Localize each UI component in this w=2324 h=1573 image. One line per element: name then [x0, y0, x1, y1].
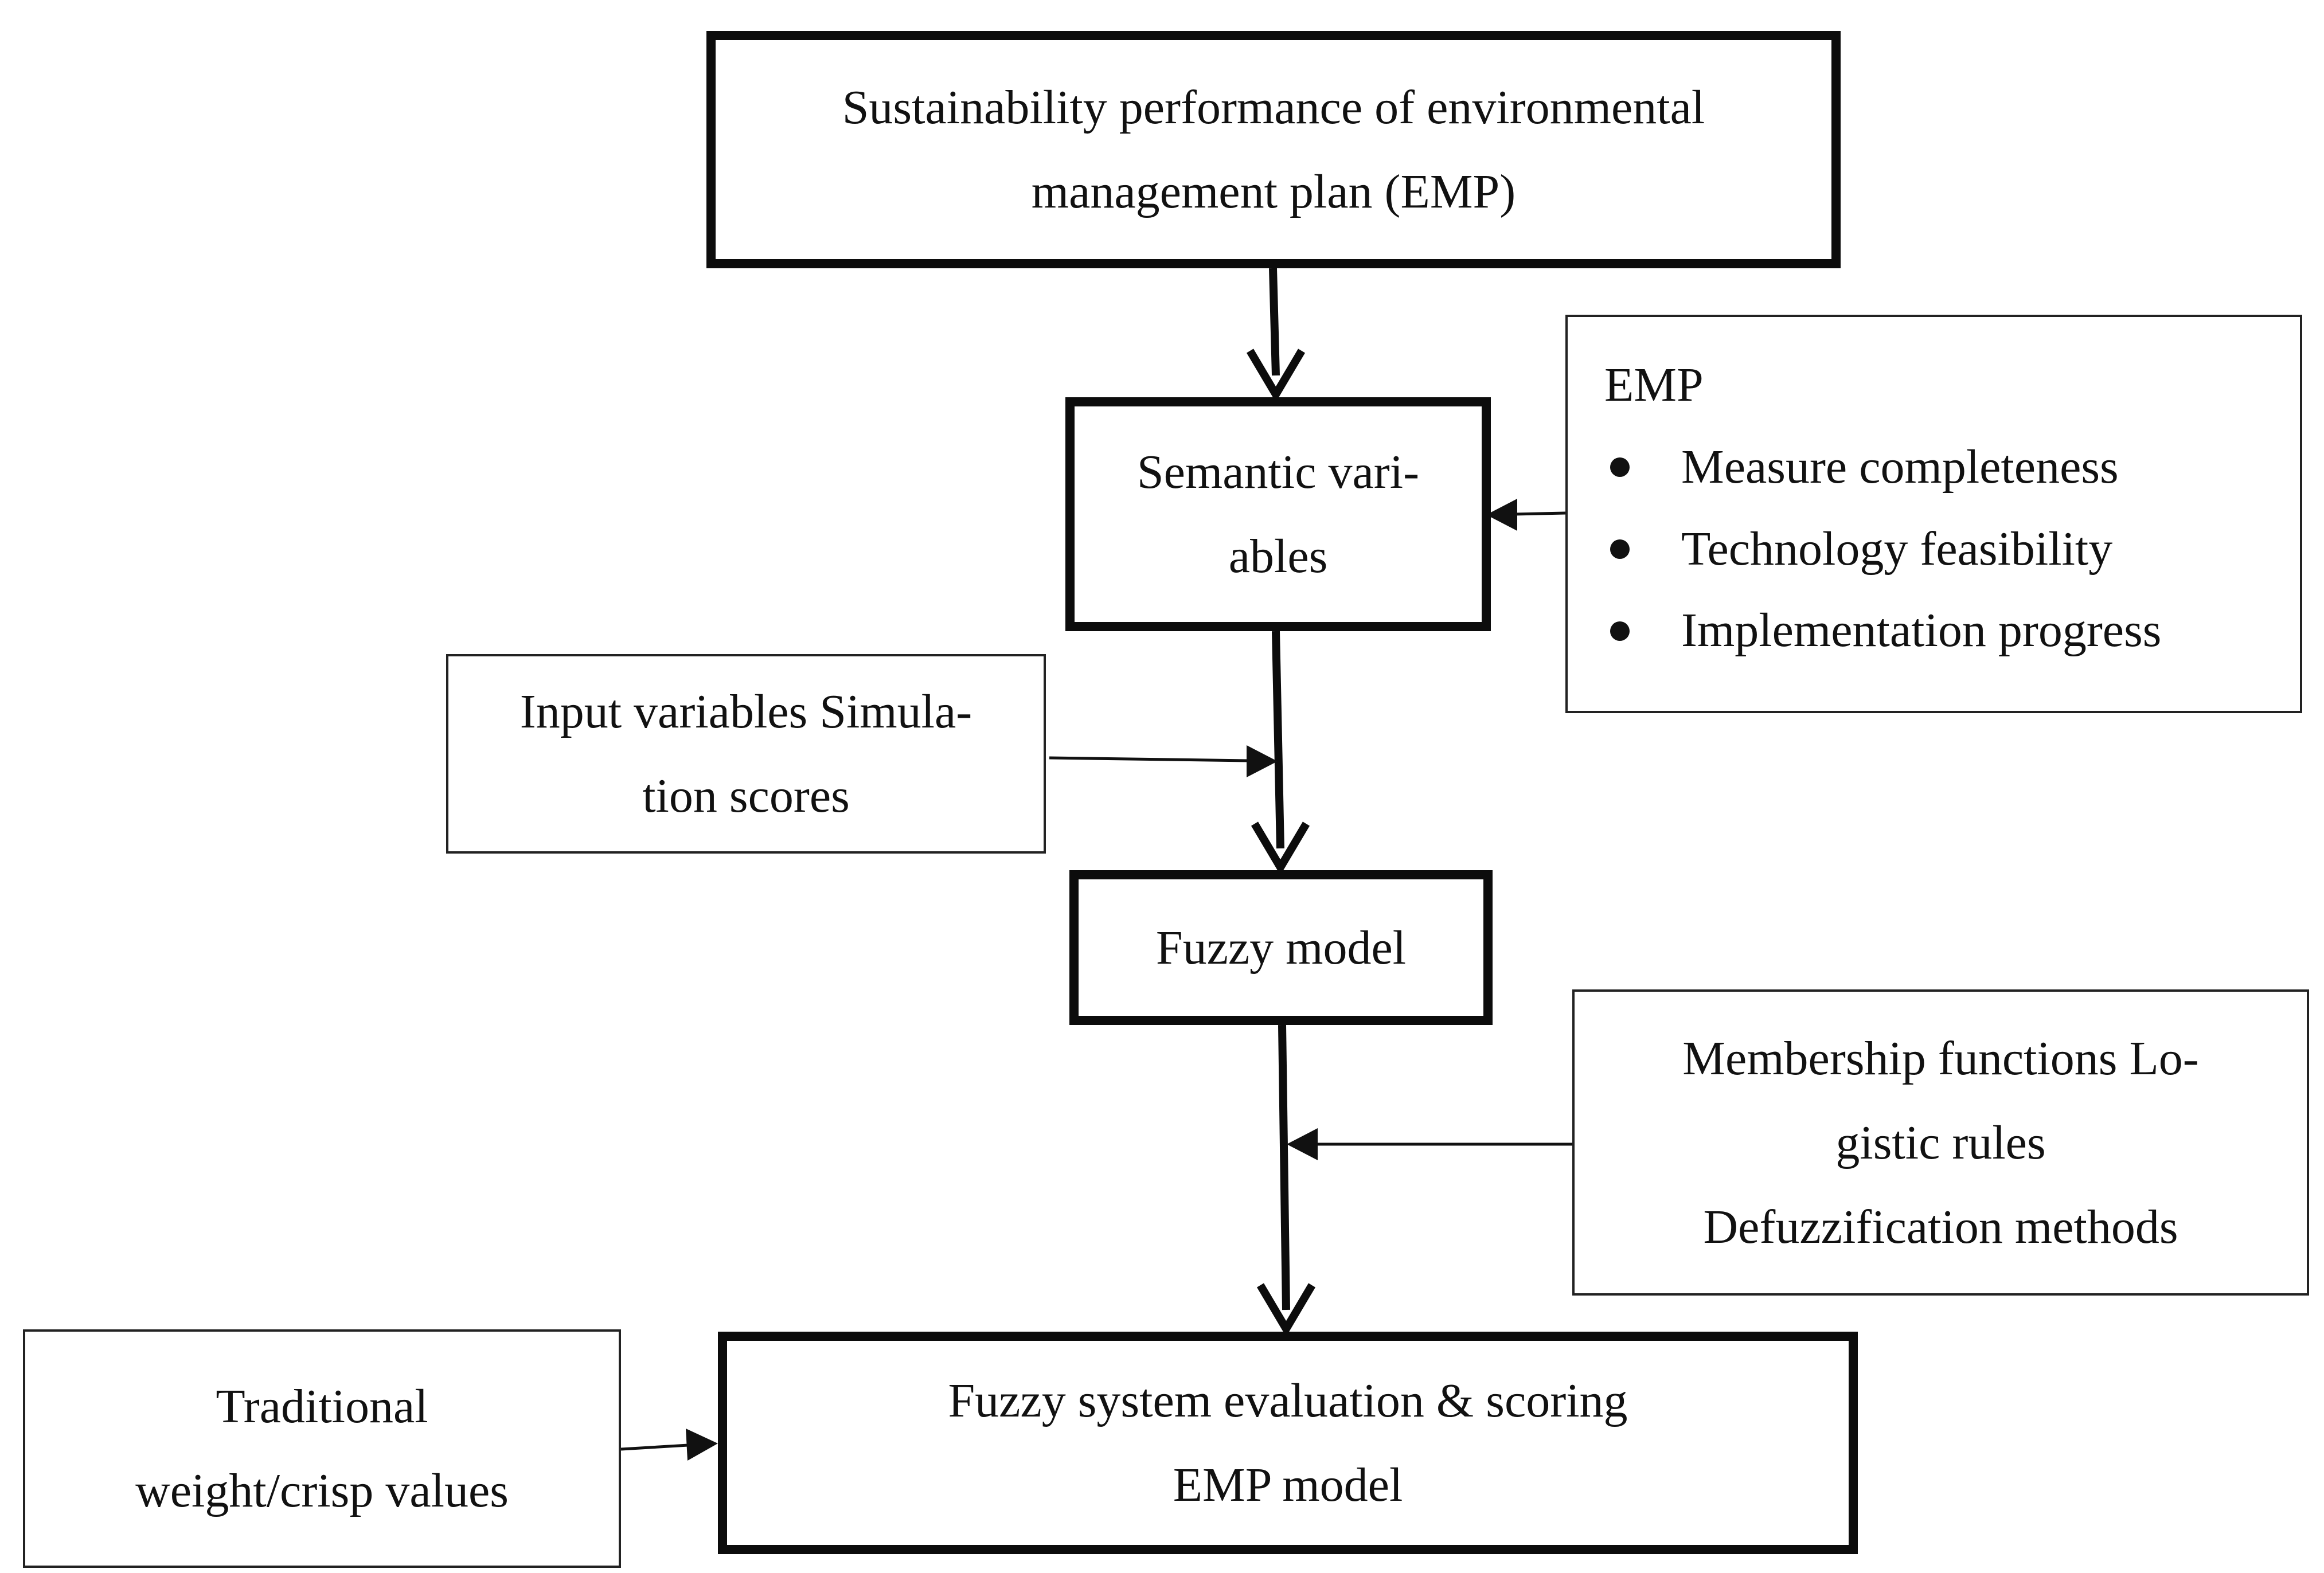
arrow-membership-to-link [1287, 1128, 1572, 1160]
arrow-semantic-to-fuzzy [1251, 631, 1310, 875]
membership-line-2: gistic rules [1835, 1116, 2046, 1169]
arrow-emp-to-semantic [1486, 499, 1566, 531]
traditional-line-2: weight/crisp values [135, 1464, 509, 1517]
semantic-variables-line-2: ables [1228, 530, 1328, 583]
bullet-icon [1610, 621, 1630, 641]
evaluation-box: Fuzzy system evaluation & scoring EMP mo… [718, 1332, 1858, 1554]
fuzzy-model-box: Fuzzy model [1069, 870, 1493, 1025]
semantic-variables-line-1: Semantic vari- [1136, 445, 1420, 499]
fuzzy-model-label: Fuzzy model [1155, 921, 1407, 975]
input-variables-line-1: Input variables Simula- [520, 685, 972, 738]
top-box-line-2: management plan (EMP) [1031, 165, 1516, 218]
input-variables-line-2: tion scores [642, 769, 850, 823]
membership-line-3: Defuzzification methods [1703, 1200, 2178, 1254]
bullet-icon [1610, 539, 1630, 559]
top-box-line-1: Sustainability performance of environmen… [842, 81, 1705, 134]
emp-criteria-item-label: Implementation progress [1681, 604, 2162, 658]
bullet-icon [1610, 457, 1630, 478]
emp-criteria-item: Implementation progress [1604, 590, 2161, 672]
traditional-line-1: Traditional [216, 1380, 428, 1433]
emp-criteria-item-label: Measure completeness [1681, 440, 2119, 494]
emp-criteria-item: Technology feasibility [1604, 508, 2112, 590]
emp-criteria-item-label: Technology feasibility [1681, 522, 2113, 576]
evaluation-line-2: EMP model [1173, 1458, 1403, 1512]
arrow-fuzzy-to-evaluation [1256, 1024, 1316, 1337]
semantic-variables-box: Semantic vari- ables [1065, 397, 1491, 631]
arrow-input-to-link [1049, 745, 1278, 777]
top-box: Sustainability performance of environmen… [706, 31, 1841, 268]
membership-line-1: Membership functions Lo- [1682, 1031, 2199, 1085]
emp-criteria-item: Measure completeness [1604, 426, 2119, 508]
membership-box: Membership functions Lo- gistic rules De… [1572, 989, 2309, 1296]
input-variables-box: Input variables Simula- tion scores [446, 654, 1046, 854]
arrow-top-to-semantic [1246, 268, 1306, 402]
evaluation-line-1: Fuzzy system evaluation & scoring [948, 1374, 1628, 1427]
arrow-traditional-to-evaluation [620, 1429, 718, 1461]
emp-criteria-heading: EMP [1604, 358, 1704, 412]
traditional-box: Traditional weight/crisp values [23, 1329, 621, 1568]
emp-criteria-box: EMP Measure completeness Technology feas… [1565, 315, 2302, 713]
